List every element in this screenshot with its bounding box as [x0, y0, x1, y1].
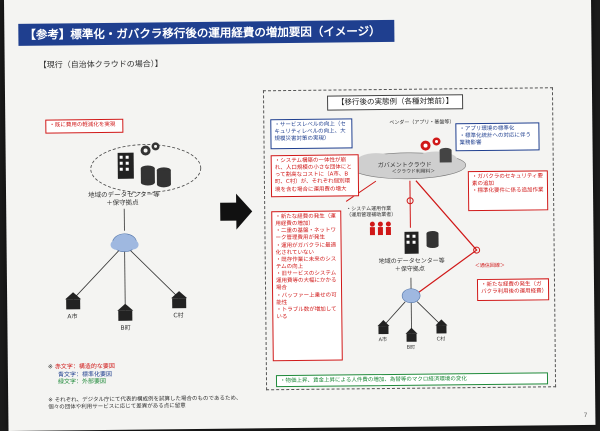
right-building-icon [404, 231, 419, 254]
right-city-a-icon [377, 320, 390, 335]
right-vendor-people-icon [369, 221, 391, 236]
page-number: 7 [583, 411, 588, 419]
right-red-note-2: ・新たな経費の発生（ガバクラ利用後の運用経費） [476, 278, 550, 302]
cost-factor-4: ・既存作業に未来のシステムの向上 [275, 256, 337, 271]
cost-factor-5: ・旧サービスのシステム運用費等の大幅にかかる場合 [275, 270, 337, 292]
standardization-note: ・アプリ環境の標準化 ・標準化統計への対応に伴う業務影響 [455, 122, 540, 152]
cost-factor-1: ・新たな経費の発生（運用経費の増加） [275, 213, 336, 228]
gov-cloud-label: ガバメントクラウド [377, 161, 432, 170]
standardization-note-2: ・標準化統計への対応に伴う業務影響 [459, 132, 531, 147]
legend-text-red: 構造的な要因 [78, 362, 115, 371]
cost-factor-6: ・バッファー上乗せの可能性 [276, 292, 337, 306]
left-gear-icon [140, 142, 160, 156]
left-city-b-icon [117, 303, 134, 321]
legend-mark: ※ [47, 363, 53, 371]
left-city-a: A市 [67, 313, 78, 321]
vendor-mid-label: ・システム運用作業（運用管理補助業者） [346, 205, 397, 219]
wan-label: ＜通信回線＞ [474, 262, 505, 270]
left-dc-circle [90, 144, 202, 193]
right-subtitle: 【移行後の実態例（各種対策前）】 [327, 94, 464, 111]
left-network-cloud-icon [110, 233, 139, 253]
left-city-a-icon [65, 292, 82, 310]
right-red-note-1-line-2: ・標準化要件に係る追加作業 [471, 187, 544, 195]
right-database-icon [426, 231, 439, 249]
right-dc-label: 地域のデータセンター等 [378, 257, 445, 266]
right-top-database-icon [439, 147, 452, 163]
left-city-c: C村 [173, 312, 184, 320]
left-city-c-icon [171, 291, 188, 309]
legend-prefix-green: 緑文字： [57, 378, 83, 386]
right-city-c-icon [435, 319, 448, 334]
cost-factor-2: ・二重の基盤・ネットワーク管理費用が発生 [275, 227, 336, 242]
cost-factor-7: ・トラブル数が増加している [276, 306, 337, 321]
red-connector-left [345, 180, 377, 202]
legend: ※ 赤文字：構造的な要因 青文字：標準化要因 緑文字：外部要因 [48, 363, 115, 386]
right-city-b: B町 [406, 344, 416, 351]
left-database-icon [140, 165, 171, 188]
right-red-note-1: ・ガバクラのセキュリティ要素の追加 ・標準化要件に係る追加作業 [467, 170, 549, 212]
app-vendor-label: ベンダー（アプリ・基盤等） [389, 119, 455, 126]
legend-text-green: 外部要因 [81, 377, 107, 386]
service-level-note: ・サービスレベルの向上（セキュリティレベルの向上、大規模災害対策の実現） [270, 118, 353, 150]
legend-prefix-red: 赤文字： [54, 363, 79, 371]
gov-cloud-sub: ＜クラウド利用料＞ [391, 169, 436, 175]
cost-factors-list: ・新たな経費の発生（運用経費の増加） ・二重の基盤・ネットワーク管理費用が発生 … [271, 210, 343, 362]
transition-arrow-icon [220, 193, 253, 230]
footnote: ※ それぞれ、デジタル庁にて代表的構成例を試算した場合のものであるため、個々の団… [48, 395, 242, 411]
cost-factor-3: ・運用がガバクラに最適化されていない [275, 242, 337, 256]
right-dc-sub: ＋保守拠点 [394, 265, 425, 273]
legend-prefix-blue: 青文字： [57, 370, 82, 378]
right-red-note-1-line-1: ・ガバクラのセキュリティ要素の追加 [471, 173, 544, 188]
right-vendor-gear-icon [420, 137, 441, 151]
left-building-icon [117, 152, 134, 179]
right-city-b-icon [405, 327, 418, 342]
left-city-b: B町 [120, 324, 131, 332]
slide: { "title": "【参考】標準化・ガバクラ移行後の運用経費の増加要因（イメ… [4, 0, 596, 431]
right-city-c: C村 [436, 336, 446, 343]
right-city-a: A市 [378, 337, 388, 344]
legend-text-blue: 標準化要因 [81, 370, 112, 378]
left-dc-sub: ＋保守拠点 [106, 198, 139, 207]
diagram-graphics [65, 137, 481, 342]
legend-row-green: 緑文字：外部要因 [48, 378, 115, 386]
red-connector-right [406, 180, 478, 302]
system-integrity-note: ・システム構築の一体性が崩れ、人口規模の小さな団体にとって割高なコストに（A市、… [270, 154, 360, 198]
